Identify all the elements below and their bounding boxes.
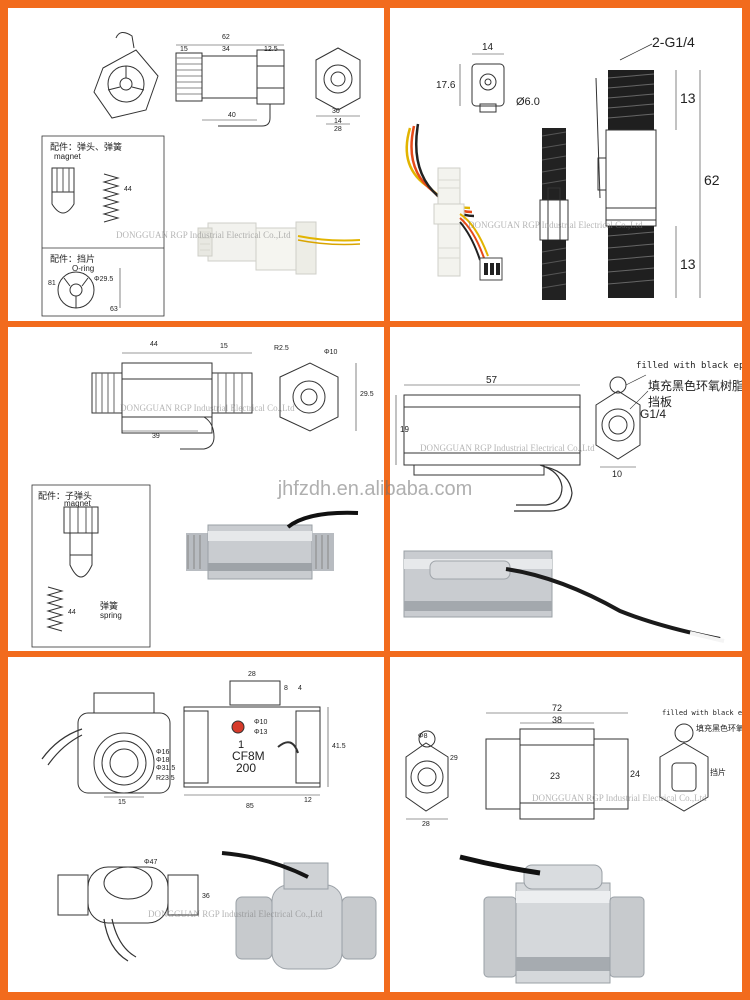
panel-g14-sensor-drawing: 14 17.6 Ø6.0 2-G1/4 13 62 13 DONGGUAN RG… <box>390 8 742 321</box>
dim-28: 28 <box>334 126 342 133</box>
dim-14: 14 <box>334 118 342 125</box>
epoxy-label-cn: 填充黑色环氧树脂 <box>648 379 742 393</box>
panel2-drawing <box>405 43 701 300</box>
panel-swing-check-sensor: 28 8 4 15 Φ10 Φ13 Φ16 Φ18 Φ31.5 R23.5 1 … <box>8 657 384 992</box>
dim-24: 24 <box>630 769 641 779</box>
dia-31-5: Φ31.5 <box>156 765 176 772</box>
company-watermark: DONGGUAN RGP Industrial Electrical Co.,L… <box>116 230 291 240</box>
dim-62: 62 <box>704 172 720 188</box>
company-watermark: DONGGUAN RGP Industrial Electrical Co.,L… <box>148 909 323 919</box>
dim-29-5: 29.5 <box>360 391 374 398</box>
dim-13-bottom: 13 <box>680 256 696 272</box>
panel5-drawing <box>41 680 377 970</box>
dim-85: 85 <box>246 803 254 810</box>
dim-12: 12 <box>304 797 312 804</box>
oring-label: 配件：挡片 <box>50 255 96 265</box>
panel-steel-sensor-44: 44 15 39 R2.5 Φ10 29.5 配件：子弹头 magnet 弹簧 … <box>8 327 384 651</box>
dim-15: 15 <box>180 46 188 53</box>
dim-8: 8 <box>284 685 288 692</box>
parts-label: 配件：子弹头 <box>38 492 93 502</box>
dim-44-spring: 44 <box>68 609 76 616</box>
dia-18: Φ18 <box>156 757 170 764</box>
dia-6: Ø6.0 <box>516 96 540 108</box>
company-watermark: DONGGUAN RGP Industrial Electrical Co.,L… <box>420 443 595 453</box>
dim-14: 14 <box>482 42 494 53</box>
dim-30: 30 <box>332 108 340 115</box>
company-watermark: DONGGUAN RGP Industrial Electrical Co.,L… <box>532 793 707 803</box>
panel-plastic-sensor-drawing: 62 15 34 12.5 40 30 14 28 配件：弹头、弹簧 magne… <box>8 8 384 321</box>
dim-44: 44 <box>150 341 158 348</box>
dia-10: Φ10 <box>254 719 268 726</box>
thread-2-g14: 2-G1/4 <box>652 34 695 50</box>
company-watermark: DONGGUAN RGP Industrial Electrical Co.,L… <box>468 220 643 230</box>
parts-label-en: magnet <box>54 152 81 161</box>
spring-cn-label: 弹簧 <box>100 602 119 612</box>
dim-15: 15 <box>220 343 228 350</box>
dim-41-5: 41.5 <box>332 743 346 750</box>
panel3-drawing <box>31 352 359 648</box>
dim-12-5: 12.5 <box>264 46 278 53</box>
dia-29-5: Φ29.5 <box>94 276 114 283</box>
baffle-label: 挡片 <box>710 768 726 777</box>
dim-15: 15 <box>118 799 126 806</box>
radius-2-5: R2.5 <box>274 345 289 352</box>
epoxy-label-cn: 填充黑色环氧树脂 <box>696 724 742 733</box>
dia-47: Φ47 <box>144 859 158 866</box>
spring-label: spring <box>100 611 122 620</box>
parts-label: 配件：弹头、弹簧 <box>50 143 123 153</box>
dim-36: 36 <box>202 893 210 900</box>
dim-44: 44 <box>124 186 132 193</box>
epoxy-label-en: filled with black epoxy <box>662 709 742 717</box>
dim-57: 57 <box>486 375 498 386</box>
dim-39: 39 <box>152 433 160 440</box>
thread-g14: G1/4 <box>640 407 667 421</box>
dim-62: 62 <box>222 34 230 41</box>
dim-19: 19 <box>400 425 409 434</box>
dia-13: Φ13 <box>254 729 268 736</box>
dia-16: Φ16 <box>156 749 170 756</box>
dim-23: 23 <box>550 771 561 781</box>
baffle-label: 挡板 <box>648 395 673 409</box>
panel-epoxy-sensor-57: 57 19 filled with black epoxy 填充黑色环氧树脂 挡… <box>390 327 742 651</box>
panel-epoxy-sensor-72: Φ8 29 28 72 38 23 24 filled with black e… <box>390 657 742 992</box>
oring-label-en: O-ring <box>72 264 95 273</box>
company-watermark: DONGGUAN RGP Industrial Electrical Co.,L… <box>120 403 295 413</box>
radius-23-5: R23.5 <box>156 775 175 782</box>
dim-10: 10 <box>612 469 623 479</box>
dim-28: 28 <box>422 821 430 828</box>
dim-63: 63 <box>110 306 118 313</box>
dim-40: 40 <box>228 112 236 119</box>
dim-81: 81 <box>48 280 56 287</box>
dim-28: 28 <box>248 671 256 678</box>
cast-200: 200 <box>236 761 257 775</box>
dim-4: 4 <box>298 685 302 692</box>
dia-8: Φ8 <box>418 733 428 740</box>
dia-10: Φ10 <box>324 349 338 356</box>
magnet-label: magnet <box>64 499 91 508</box>
panel1-drawing <box>41 32 361 317</box>
cast-number: 1 <box>238 739 245 751</box>
cast-cf8m: CF8M <box>232 749 265 763</box>
dim-34: 34 <box>222 46 230 53</box>
epoxy-label-en: filled with black epoxy <box>636 361 742 371</box>
panel4-drawing <box>395 374 725 643</box>
panel6-drawing <box>405 712 709 984</box>
dim-72: 72 <box>552 703 563 713</box>
dim-38: 38 <box>552 715 563 725</box>
dim-17-6: 17.6 <box>436 80 456 91</box>
dim-13-top: 13 <box>680 90 696 106</box>
dim-29: 29 <box>450 755 458 762</box>
